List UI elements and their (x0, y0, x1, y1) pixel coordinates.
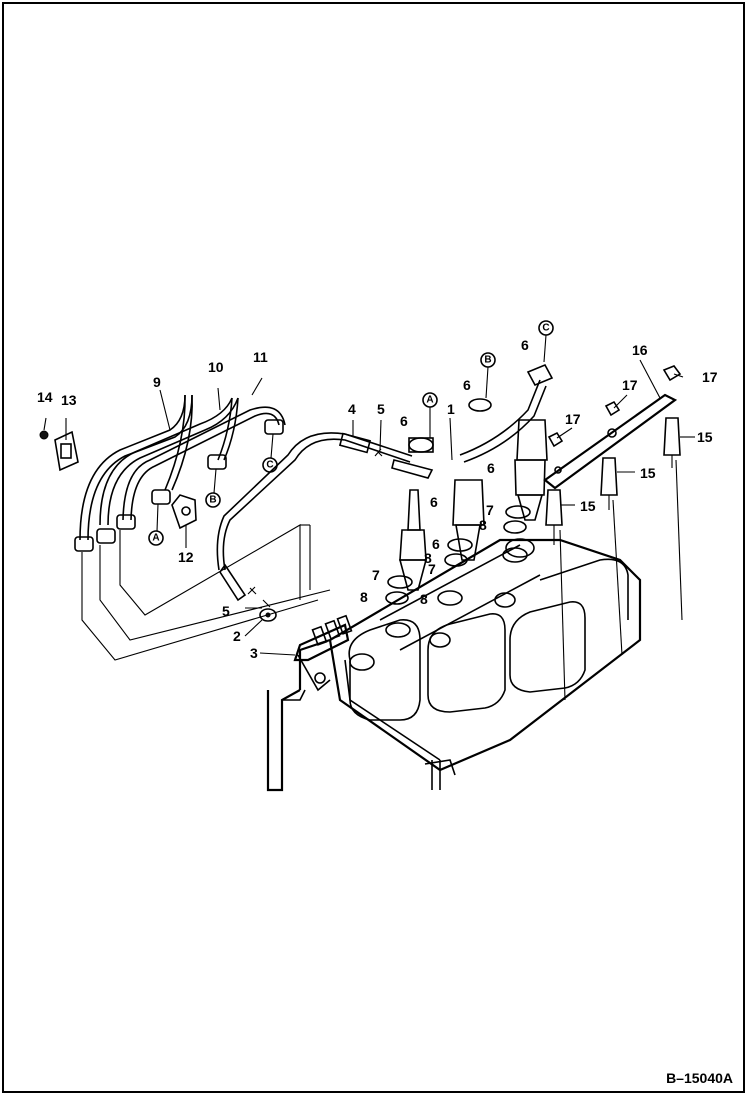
callout-8-a: 8 (479, 517, 487, 533)
pipe-clamp (171, 494, 197, 530)
callout-17-a: 17 (622, 377, 638, 393)
injector-3 (459, 363, 554, 534)
glow-plug-1 (545, 489, 566, 701)
callout-4: 4 (348, 401, 356, 417)
callout-6-c: 6 (521, 337, 529, 353)
glow-plug-2 (600, 457, 623, 656)
callout-8-b: 8 (424, 550, 432, 566)
callout-17-b: 17 (702, 369, 718, 385)
pipe-fitting-nuts (74, 419, 284, 552)
ref-c-left: C (266, 460, 273, 471)
injector-2 (444, 398, 492, 567)
ref-c-top: C (542, 323, 549, 334)
callout-9: 9 (153, 374, 161, 390)
callout-15-b: 15 (640, 465, 656, 481)
callout-6-e: 6 (432, 536, 440, 552)
callout-2: 2 (233, 628, 241, 644)
callout-14: 14 (37, 389, 53, 405)
figure-id: B–15040A (666, 1070, 733, 1086)
callout-6-b: 6 (463, 377, 471, 393)
callout-6-f: 6 (487, 460, 495, 476)
callout-7-b: 7 (428, 561, 436, 577)
leader-lines (43, 359, 695, 656)
ref-b-top: B (484, 355, 491, 366)
callout-17-c: 17 (565, 411, 581, 427)
glow-plug-group (543, 365, 683, 701)
callout-7-a: 7 (486, 502, 494, 518)
callout-15-a: 15 (580, 498, 596, 514)
callout-12: 12 (178, 549, 194, 565)
clamp-bolt (39, 430, 49, 440)
callout-10: 10 (208, 359, 224, 375)
callout-1: 1 (447, 401, 455, 417)
callout-5: 5 (377, 401, 385, 417)
cylinder-head (266, 538, 642, 792)
callout-6-a: 6 (400, 413, 408, 429)
callout-8-c: 8 (360, 589, 368, 605)
injection-pipes (39, 394, 331, 661)
ref-b-left: B (209, 495, 216, 506)
callout-16: 16 (632, 342, 648, 358)
callout-numbers: 1 2 3 4 5 5 6 6 6 6 6 6 7 7 7 8 8 8 8 9 … (37, 337, 718, 661)
injection-pump-outlets (259, 599, 353, 692)
callout-5-lower: 5 (222, 603, 230, 619)
glow-plug-3 (663, 417, 683, 621)
leak-off-hose (216, 432, 413, 602)
ref-a-top: A (426, 395, 433, 406)
callout-7-c: 7 (372, 567, 380, 583)
ref-a-left: A (152, 533, 159, 544)
glow-plug-bus-bar (543, 393, 678, 490)
injector-1 (385, 437, 434, 605)
callout-15-c: 15 (697, 429, 713, 445)
injector-group (385, 363, 554, 605)
callout-8-d: 8 (420, 591, 428, 607)
callout-11: 11 (253, 349, 268, 365)
reference-circles: A B C A B C (148, 320, 554, 546)
callout-6-d: 6 (430, 494, 438, 510)
callout-13: 13 (61, 392, 77, 408)
callout-3: 3 (250, 645, 258, 661)
